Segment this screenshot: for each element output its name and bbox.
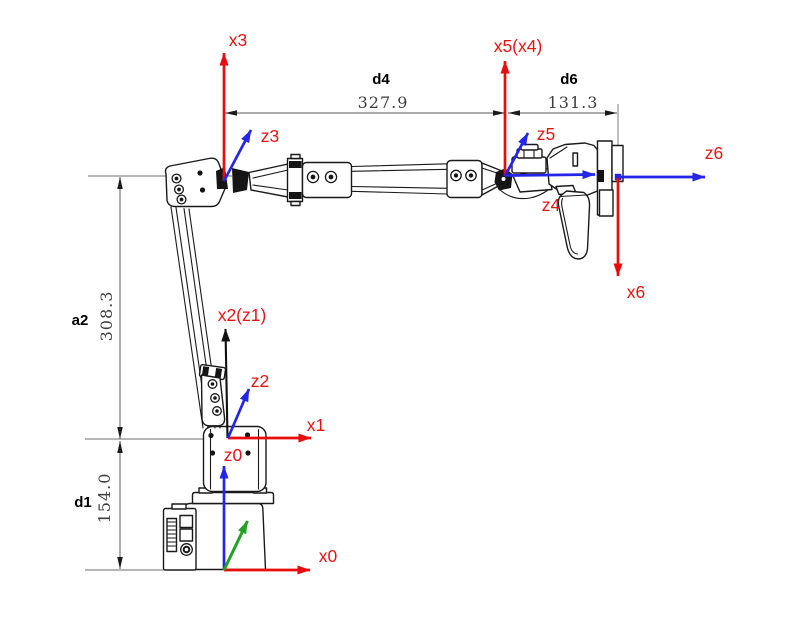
elbow-drive-housing [232, 168, 249, 193]
z3-axis-arrow [222, 129, 253, 182]
frame-4-5-wrist: x5(x4) z5 z4 [494, 36, 596, 215]
dim-label-d1: d1 [74, 494, 92, 511]
robot-arm-drawing [162, 140, 624, 571]
z2-axis-arrow [226, 388, 251, 439]
axis-label-z5: z5 [537, 124, 555, 144]
dim-arrow [225, 110, 237, 116]
connector-jack [180, 543, 193, 556]
connector-slot [179, 514, 194, 529]
frame-3-elbow: x3 z3 [219, 30, 279, 182]
end-effector [546, 140, 624, 260]
forearm-tube [350, 163, 449, 195]
frame-6-flange: z6 x6 [613, 143, 723, 302]
dim-value-a2: 308.3 [97, 291, 116, 342]
dim-arrow [117, 441, 123, 453]
dim-arrow [508, 110, 520, 116]
dim-label-a2: a2 [72, 312, 89, 329]
z4-axis-arrow [504, 170, 596, 180]
forearm-link [248, 153, 503, 207]
dim-value-d6: 131.3 [548, 93, 599, 112]
axis-label-x3: x3 [229, 30, 247, 50]
dim-arrow [117, 427, 123, 439]
dim-arrow [493, 110, 505, 116]
connector-slot [179, 528, 194, 542]
axis-label-x1: x1 [307, 415, 325, 435]
upper-arm-link [170, 206, 227, 429]
base-connector-panel [162, 503, 197, 571]
end-effector-handle [557, 190, 591, 260]
dim-arrow [605, 110, 617, 116]
dim-label-d4: d4 [372, 71, 390, 88]
axis-label-z6: z6 [705, 143, 723, 163]
axis-label-z4: z4 [542, 195, 561, 215]
dim-label-d6: d6 [560, 71, 578, 88]
frame-1-2-shoulder: x2(z1) z2 x1 [218, 305, 325, 443]
axis-label-x5x4: x5(x4) [494, 36, 543, 56]
wrist-assembly [494, 143, 553, 200]
y0-axis-arrow [222, 520, 249, 571]
axis-label-z2: z2 [251, 371, 269, 391]
coordinate-frames: z0 x0 x2(z1) z2 x1 x3 z3 x5(x4) z5 z4 [218, 30, 723, 575]
forearm-clamp [286, 153, 304, 207]
dim-arrow [117, 557, 123, 569]
connector-grille [166, 517, 178, 553]
elbow-joint [164, 157, 249, 208]
axis-label-x6: x6 [627, 282, 645, 302]
axis-label-x2z1: x2(z1) [218, 305, 267, 325]
axis-label-z3: z3 [261, 126, 279, 146]
axis-label-x0: x0 [319, 546, 338, 566]
dim-value-d4: 327.9 [358, 93, 409, 112]
base-flange [191, 491, 275, 505]
shoulder-turret [202, 425, 267, 493]
dimension-annotations: d4 327.9 d6 131.3 a2 308.3 d1 154.0 [72, 71, 619, 571]
frame-0-base: z0 x0 [219, 445, 338, 575]
dim-arrow [117, 177, 123, 189]
axis-label-z0: z0 [224, 445, 243, 465]
x2-z1-axis-arrow [221, 328, 231, 439]
dim-value-d1: 154.0 [95, 473, 114, 524]
z5-axis-arrow [503, 132, 530, 177]
